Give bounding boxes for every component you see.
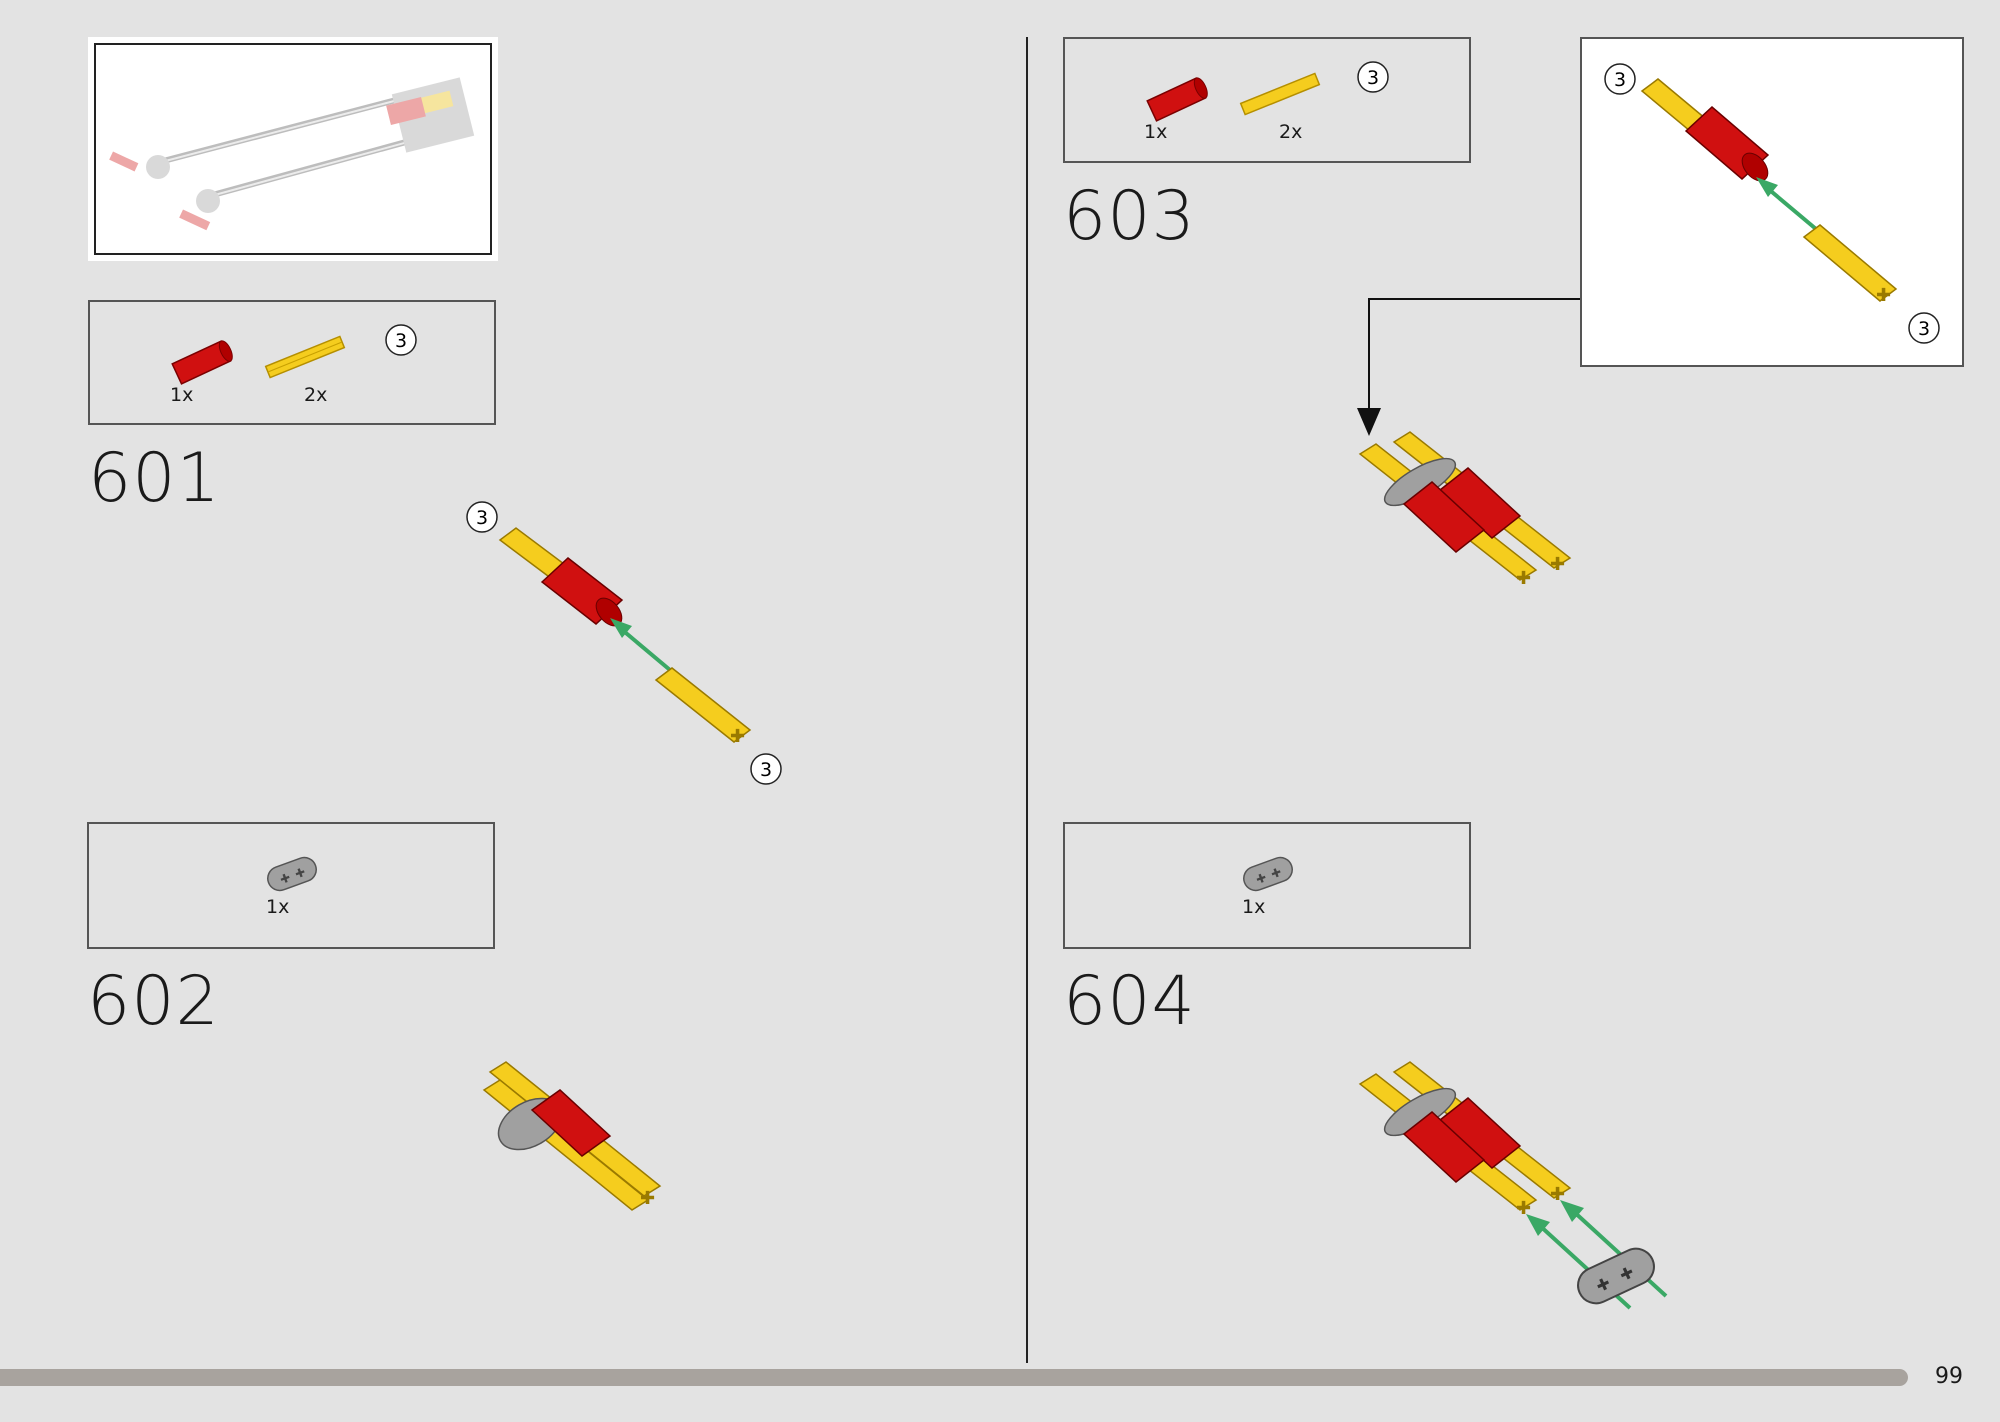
- step-number-601: 601: [88, 439, 221, 518]
- axle-connector-red-icon: [171, 340, 233, 385]
- svg-text:✚: ✚: [1550, 1184, 1565, 1205]
- chassis-preview-icon: [109, 77, 475, 231]
- svg-text:✚: ✚: [293, 865, 307, 882]
- page-divider: [1026, 37, 1028, 1363]
- parts-icons-601: 3: [171, 324, 417, 385]
- arrow-icon: [610, 618, 672, 672]
- axle-3-yellow-icon: [1239, 72, 1321, 116]
- axle-length-label: 3: [1918, 318, 1930, 340]
- step-number-602: 602: [87, 962, 220, 1041]
- parts-list-603: 3 1x 2x: [1063, 37, 1471, 163]
- axle-length-label: 3: [1614, 69, 1626, 91]
- progress-bar: [0, 1369, 1908, 1386]
- svg-text:✚: ✚: [1550, 554, 1565, 575]
- assembly-603-illustration: ✚ ✚: [1358, 431, 1572, 589]
- part-qty: 1x: [170, 384, 194, 406]
- sub-assembly-illustration: ✚ 3 3: [1604, 63, 1940, 344]
- svg-text:✚: ✚: [730, 726, 745, 747]
- axle-length-label: 3: [1367, 67, 1379, 89]
- part-qty: 1x: [266, 896, 290, 918]
- svg-text:✚: ✚: [640, 1188, 655, 1209]
- axle-3-yellow-icon: [264, 335, 346, 379]
- axle-connector-red-icon: [1146, 77, 1208, 122]
- assembly-602-illustration: ✚: [482, 1061, 662, 1211]
- axle-connector-red-icon: [540, 557, 624, 627]
- axle-length-label: 3: [395, 330, 407, 352]
- part-qty: 1x: [1242, 896, 1266, 918]
- svg-text:✚: ✚: [1269, 865, 1283, 882]
- svg-text:✚: ✚: [1516, 1198, 1531, 1219]
- svg-text:✚: ✚: [1516, 568, 1531, 589]
- parts-icons-603: 3: [1146, 61, 1389, 122]
- parts-icons-604: ✚ ✚: [1243, 856, 1293, 892]
- parts-list-602: ✚ ✚ 1x: [87, 822, 495, 949]
- step-number-604: 604: [1063, 962, 1196, 1041]
- part-qty: 1x: [1144, 121, 1168, 143]
- svg-text:✚: ✚: [1254, 870, 1268, 887]
- overview-thumbnail: [88, 37, 498, 261]
- beam-2-grey-icon: ✚ ✚: [1577, 1247, 1655, 1305]
- sub-assembly-callout-603: ✚ 3 3: [1580, 37, 1964, 367]
- axle-length-label: 3: [760, 759, 772, 781]
- beam-2-grey-icon: ✚ ✚: [1243, 856, 1293, 892]
- assembly-601-illustration: ✚ 3 3: [466, 501, 782, 785]
- svg-text:✚: ✚: [278, 870, 292, 887]
- part-qty: 2x: [1279, 121, 1303, 143]
- parts-icons-602: ✚ ✚: [267, 856, 317, 892]
- parts-list-601: 3 1x 2x: [88, 300, 496, 425]
- step-number-603: 603: [1063, 177, 1196, 256]
- page-number: 99: [1935, 1364, 1963, 1389]
- svg-text:✚: ✚: [1876, 285, 1891, 306]
- part-qty: 2x: [304, 384, 328, 406]
- beam-2-grey-icon: ✚ ✚: [267, 856, 317, 892]
- parts-list-604: ✚ ✚ 1x: [1063, 822, 1471, 949]
- axle-length-label: 3: [476, 507, 488, 529]
- assembly-604-illustration: ✚ ✚ ✚ ✚: [1358, 1061, 1668, 1310]
- axle-3-yellow-icon: ✚: [654, 667, 752, 747]
- callout-connector-arrow: [1357, 298, 1580, 436]
